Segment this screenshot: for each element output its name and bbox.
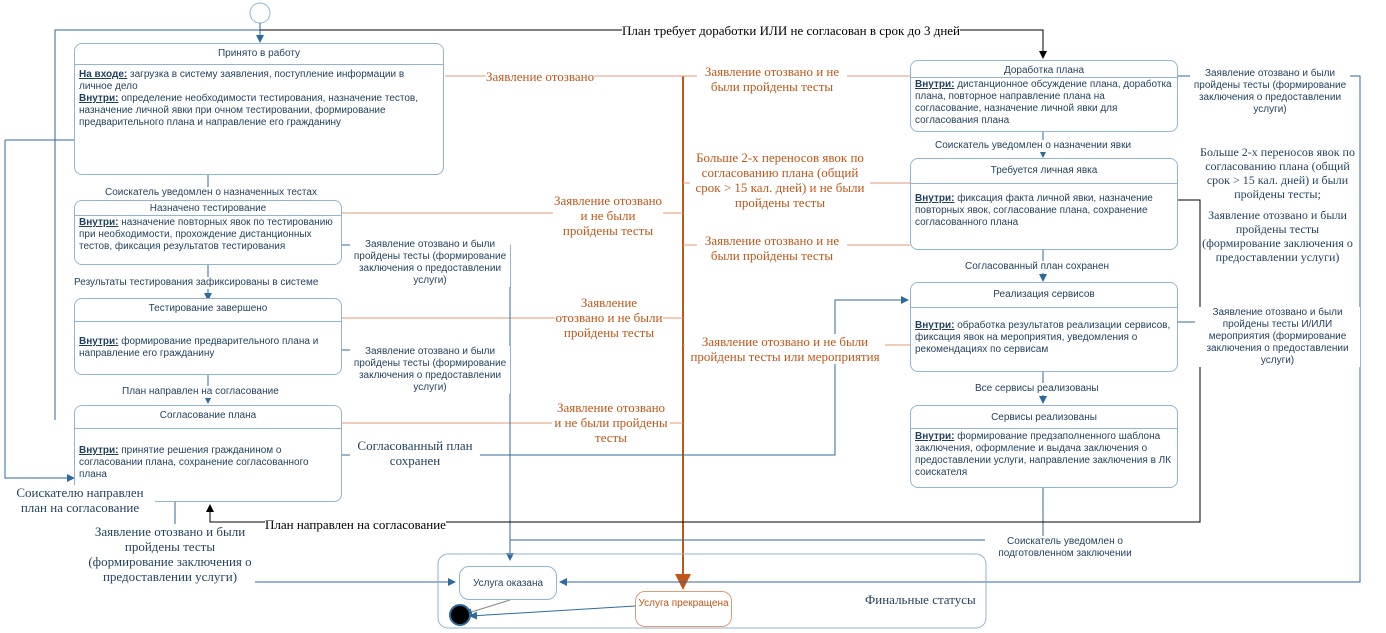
transition-label: Заявление отозвано и были пройдены тесты…: [350, 346, 510, 394]
transition-label: Все сервисы реализованы: [975, 383, 1099, 395]
transition-label: Заявление отозвано и не были пройдены те…: [697, 64, 847, 94]
transition-label: Заявление отозвано и были пройдены тесты…: [85, 524, 255, 584]
final-group-frame: [437, 553, 987, 629]
inside-text: фиксация факта личной явки, назначение п…: [915, 193, 1153, 228]
inside-text: дистанционное обсуждение плана, доработк…: [915, 79, 1172, 126]
transition-label: Больше 2-х переносов явок по согласовани…: [1200, 145, 1355, 201]
state-title: Тестирование завершено: [75, 299, 341, 322]
inside-keyword: Внутри:: [915, 79, 955, 90]
transition-label: Соискатель уведомлен о назначенных теста…: [105, 187, 317, 199]
transition-label: Заявление отозвано и были пройдены тесты…: [350, 239, 510, 287]
inside-keyword: Внутри:: [79, 445, 119, 456]
transition-label: Заявление отозвано и были пройдены тесты…: [1195, 307, 1360, 367]
state-testing-done: Тестирование завершено Внутри: формирова…: [74, 298, 342, 375]
transition-label: Результаты тестирования зафиксированы в …: [74, 277, 319, 289]
entry-text: загрузка в систему заявления, поступлени…: [79, 69, 405, 92]
transition-label: Заявление отозвано и не были пройдены те…: [555, 295, 663, 340]
final-provided: Услуга оказана: [459, 566, 557, 600]
transition-label: Заявление отозвано и не были пройдены те…: [553, 193, 663, 238]
inside-text: назначение повторных явок по тестировани…: [79, 217, 333, 252]
transition-label: Согласованный план сохранен: [965, 261, 1110, 273]
transition-label: Заявление отозвано и не были пройдены те…: [552, 400, 670, 445]
state-personal-visit: Требуется личная явка Внутри: фиксация ф…: [910, 158, 1178, 250]
final-stopped-label: Услуга прекращена: [638, 598, 729, 609]
state-title: Сервисы реализованы: [911, 406, 1177, 429]
state-title: Принято в работу: [75, 44, 443, 65]
state-title: Назначено тестирование: [75, 201, 341, 216]
transition-label: Соискатель уведомлен о назначении явки: [935, 140, 1132, 152]
inside-text: формирование предварительного плана и на…: [79, 336, 319, 359]
transition-label: Соискателю направлен план на согласовани…: [5, 485, 155, 515]
inside-keyword: Внутри:: [79, 217, 119, 228]
state-accepted: Принято в работу На входе: загрузка в си…: [74, 43, 444, 175]
transition-label: Заявление отозвано и были пройдены тесты…: [1190, 68, 1350, 116]
initial-node: [249, 2, 271, 24]
transition-label: Заявление отозвано и не были пройдены те…: [685, 334, 885, 364]
inside-keyword: Внутри:: [915, 431, 955, 442]
final-node: [449, 604, 471, 626]
transition-label: Согласованный план сохранен: [350, 438, 480, 468]
inside-text: обработка результатов реализации сервисо…: [915, 320, 1171, 355]
state-title: Доработка плана: [911, 61, 1177, 78]
final-provided-label: Услуга оказана: [472, 578, 544, 589]
inside-text: определение необходимости тестирования, …: [79, 93, 419, 128]
state-plan-rework: Доработка плана Внутри: дистанционное об…: [910, 60, 1178, 132]
inside-keyword: Внутри:: [79, 93, 119, 104]
state-title: Требуется личная явка: [911, 159, 1177, 184]
transition-label: План направлен на согласование: [265, 517, 446, 532]
entry-keyword: На входе:: [79, 69, 128, 80]
state-testing-assigned: Назначено тестирование Внутри: назначени…: [74, 200, 342, 265]
transition-label: Заявление отозвано и были пройдены тесты…: [1202, 208, 1353, 264]
transition-label: Соискатель уведомлен о подготовленном за…: [985, 536, 1145, 560]
inside-keyword: Внутри:: [79, 336, 119, 347]
inside-text: принятие решения гражданином о согласова…: [79, 445, 309, 480]
inside-keyword: Внутри:: [915, 193, 955, 204]
transition-label: План направлен на согласование: [122, 386, 279, 398]
state-services-done: Сервисы реализованы Внутри: формирование…: [910, 405, 1178, 488]
transition-label: План требует доработки ИЛИ не согласован…: [622, 23, 961, 38]
final-stopped: Услуга прекращена: [635, 591, 732, 627]
state-services: Реализация сервисов Внутри: обработка ре…: [910, 282, 1178, 372]
state-title: Реализация сервисов: [911, 283, 1177, 308]
inside-keyword: Внутри:: [915, 320, 955, 331]
transition-label: Заявление отозвано и не были пройдены те…: [697, 233, 847, 263]
transition-label: Заявление отозвано: [486, 69, 595, 84]
final-group-label: Финальные статусы: [865, 592, 976, 607]
state-title: Согласование плана: [75, 406, 341, 429]
inside-text: формирование предзаполненного шаблона за…: [915, 431, 1172, 478]
transition-label: Больше 2-х переносов явок по согласовани…: [690, 150, 870, 210]
